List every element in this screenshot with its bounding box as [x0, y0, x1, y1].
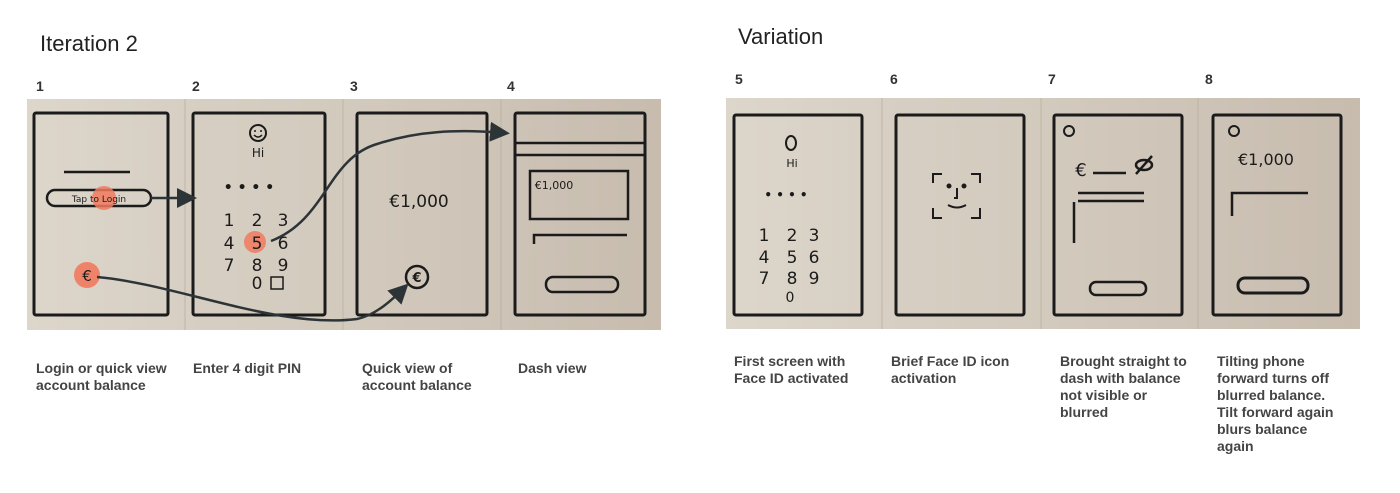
- step-number-5: 5: [735, 71, 743, 87]
- tap-login-button: Tap to Login: [71, 195, 126, 205]
- dash-button-shape-7: [1088, 280, 1148, 297]
- euro-circle-symbol: €: [411, 271, 421, 286]
- phone-frame-7: €: [1052, 113, 1184, 317]
- greeting-small-text: Hi: [786, 157, 797, 170]
- step-number-2: 2: [192, 78, 200, 94]
- phone-frame-5: Hi • • • • 1 2 3 4 5 6 7 8 9 0: [732, 113, 864, 317]
- step-number-6: 6: [890, 71, 898, 87]
- arrow-quickview-to-balance: [96, 275, 409, 322]
- face-id-key-icon: [270, 276, 284, 290]
- iteration-title: Iteration 2: [40, 31, 138, 56]
- quick-balance-text: €1,000: [389, 192, 448, 212]
- hidden-balance-symbol: €: [1075, 160, 1086, 181]
- key-1: 1: [224, 211, 235, 231]
- profile-circle-icon: [1063, 125, 1075, 137]
- dash-balance-text: €1,000: [535, 179, 574, 192]
- greeting-text: Hi: [252, 146, 264, 160]
- key-small-7: 7: [759, 269, 770, 289]
- phone-frame-2: Hi • • • • 1 2 3 4 5 6 7 8 9 0: [191, 111, 327, 317]
- euro-circle-icon: [404, 264, 430, 290]
- phone-frame-4: €1,000: [513, 111, 647, 317]
- step-number-4: 4: [507, 78, 515, 94]
- pin-dots-small: • • • •: [764, 188, 807, 202]
- face-id-small-icon: [785, 135, 797, 151]
- key-small-1: 1: [759, 226, 770, 246]
- key-small-2: 2: [787, 226, 798, 246]
- tap-highlight-icon: [92, 186, 116, 210]
- key-small-0: 0: [786, 290, 795, 306]
- caption-step-4: Dash view: [518, 360, 587, 376]
- key-small-3: 3: [809, 226, 820, 246]
- key-small-9: 9: [809, 269, 820, 289]
- dash-button-shape-8: [1236, 276, 1310, 295]
- caption-step-2: Enter 4 digit PIN: [193, 360, 302, 376]
- phone-frame-1: Tap to Login €: [32, 111, 170, 317]
- dash-button-shape: [544, 275, 620, 294]
- key-4: 4: [224, 234, 235, 254]
- step-number-3: 3: [350, 78, 358, 94]
- step-number-1: 1: [36, 78, 44, 94]
- sketch-strip-variation: Hi • • • • 1 2 3 4 5 6 7 8 9 0: [726, 98, 1360, 329]
- arrow-pin-to-dash: [270, 121, 510, 243]
- key-3: 3: [278, 211, 289, 231]
- caption-step-6: Brief Face ID icon activation: [891, 353, 1010, 386]
- caption-step-7: Brought straight to dash with balance no…: [1060, 353, 1187, 420]
- key-8: 8: [252, 256, 263, 276]
- eye-slash-icon: [1134, 155, 1154, 175]
- key-small-4: 4: [759, 248, 770, 268]
- sketch-drawing-iteration: Tap to Login € Hi • • • • 1 2 3 4 5 6 7 …: [32, 99, 647, 330]
- key-7: 7: [224, 256, 235, 276]
- phone-frame-6: [894, 113, 1026, 317]
- sketch-drawing-variation: Hi • • • • 1 2 3 4 5 6 7 8 9 0: [732, 98, 1343, 329]
- step-number-7: 7: [1048, 71, 1056, 87]
- variation-title: Variation: [738, 24, 824, 49]
- key-small-5: 5: [787, 248, 798, 268]
- visible-balance-text: €1,000: [1238, 150, 1294, 169]
- face-id-scan-icon: [932, 173, 981, 219]
- pin-key-highlight-icon: [244, 231, 266, 253]
- key-small-6: 6: [809, 248, 820, 268]
- caption-step-8: Tilting phone forward turns off blurred …: [1217, 353, 1334, 454]
- step-number-8: 8: [1205, 71, 1213, 87]
- euro-symbol: €: [82, 267, 92, 285]
- key-5: 5: [252, 234, 263, 254]
- caption-step-5: First screen with Face ID activated: [734, 353, 849, 386]
- profile-circle-icon-8: [1228, 125, 1240, 137]
- key-6: 6: [278, 234, 289, 254]
- phone-frame-8: €1,000: [1211, 113, 1343, 317]
- caption-step-1: Login or quick view account balance: [36, 360, 167, 393]
- key-9: 9: [278, 256, 289, 276]
- key-0: 0: [252, 274, 263, 294]
- smiley-face-icon: [249, 124, 267, 142]
- sketch-strip-iteration: Tap to Login € Hi • • • • 1 2 3 4 5 6 7 …: [27, 99, 661, 330]
- pin-dots: • • • •: [224, 180, 274, 196]
- key-2: 2: [252, 211, 263, 231]
- caption-step-3: Quick view of account balance: [362, 360, 472, 393]
- euro-quick-view-icon: [74, 262, 100, 288]
- phone-frame-3: €1,000 €: [355, 111, 489, 317]
- key-small-8: 8: [787, 269, 798, 289]
